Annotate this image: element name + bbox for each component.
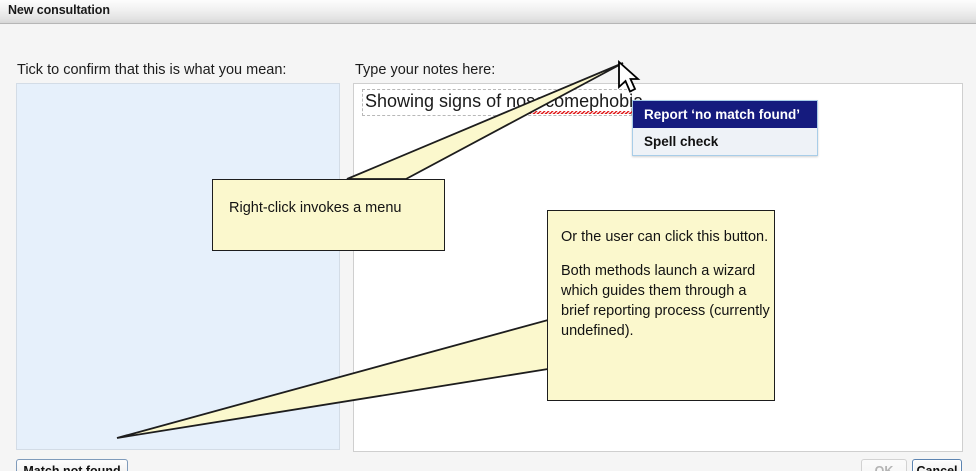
context-menu[interactable]: Report ‘no match found’ Spell check [632, 100, 818, 156]
callout-2-line-2: Both methods launch a wizard which guide… [561, 263, 770, 339]
context-menu-item-spell-check[interactable]: Spell check [644, 134, 719, 149]
ok-button: OK [861, 459, 907, 471]
window-title: New consultation [8, 3, 110, 17]
cancel-button[interactable]: Cancel [912, 459, 962, 471]
confirm-panel-label: Tick to confirm that this is what you me… [17, 62, 287, 78]
notes-text-line: Showing signs of nosocomephobia [365, 91, 644, 114]
match-not-found-button[interactable]: Match not found [16, 459, 128, 471]
window-titlebar: New consultation [0, 0, 976, 24]
notes-text-prefix: Showing signs of [365, 91, 507, 111]
confirm-panel[interactable] [16, 83, 340, 450]
callout-2-line-1: Or the user can click this button. [561, 229, 769, 245]
callout-1-line-1: Right-click invokes a menu [229, 200, 402, 216]
notes-label: Type your notes here: [355, 62, 496, 78]
dialog-body: Tick to confirm that this is what you me… [0, 25, 976, 471]
context-menu-item-report[interactable]: Report ‘no match found’ [633, 101, 817, 128]
callout-button-explanation: Or the user can click this button. Both … [547, 210, 775, 401]
callout-right-click: Right-click invokes a menu [212, 179, 445, 251]
misspelled-word[interactable]: nosocomephobia [506, 91, 644, 114]
